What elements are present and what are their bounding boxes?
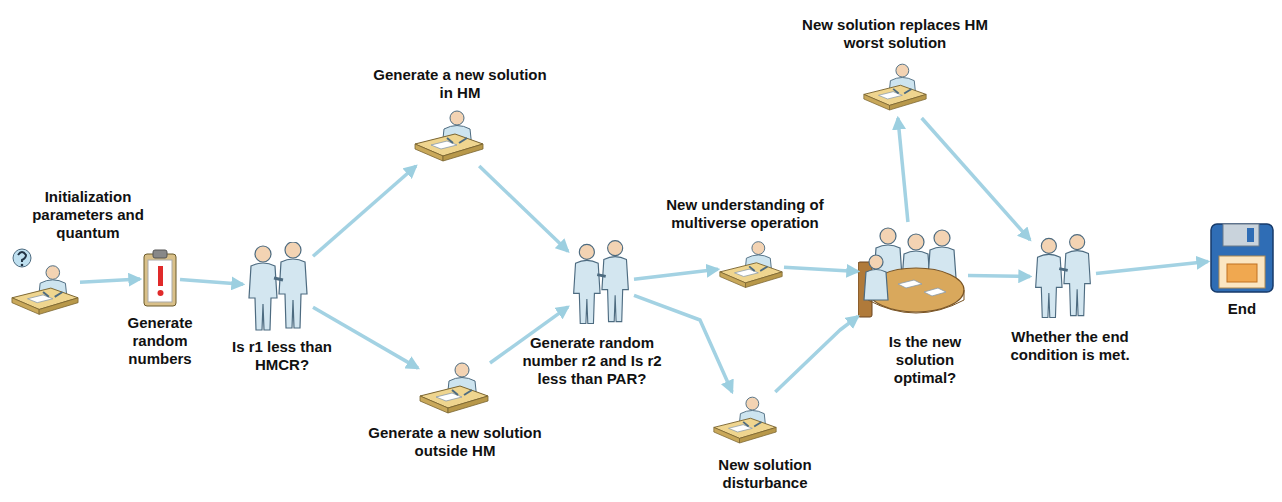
node-label: New solution disturbance — [695, 456, 835, 492]
flow-arrow — [784, 267, 858, 271]
flow-arrow — [922, 118, 1030, 240]
process-box: New understanding of multiverse operatio… — [718, 238, 784, 293]
node-label: New solution replaces HM worst solution — [795, 16, 995, 52]
node-label: New understanding of multiverse operatio… — [655, 196, 835, 232]
node-label: Is the new solution optimal? — [870, 333, 980, 387]
node-label: Generate a new solution in HM — [365, 66, 555, 102]
people-icon — [1036, 235, 1091, 318]
end-box: End — [1208, 222, 1276, 294]
desk-icon — [720, 242, 782, 288]
flow-arrow — [1096, 262, 1208, 274]
process-box: Generate random numbers — [140, 248, 180, 308]
people-icon — [574, 241, 629, 324]
decision-box: Is r1 less than HMCR? — [243, 242, 313, 332]
disk-icon — [1211, 224, 1273, 292]
flow-arrow — [634, 269, 718, 279]
desk-icon — [12, 249, 78, 314]
desk-icon — [420, 363, 488, 413]
desk-icon — [864, 64, 926, 110]
flow-arrow — [968, 275, 1030, 276]
decision-box: Generate random number r2 and Is r2 less… — [568, 238, 634, 328]
clipboard-icon — [144, 250, 176, 306]
decision-box: Is the new solution optimal? — [858, 222, 968, 327]
process-box: New solution replaces HM worst solution — [862, 58, 928, 118]
flow-arrow — [313, 307, 418, 368]
desk-icon — [714, 397, 776, 443]
flow-arrow — [313, 166, 416, 256]
people-icon — [249, 242, 307, 330]
decision-box: Whether the end condition is met. — [1030, 232, 1096, 322]
flow-arrow — [479, 166, 568, 251]
node-label: End — [1212, 300, 1272, 318]
process-box: Generate a new solution outside HM — [418, 360, 490, 418]
node-label: Generate random numbers — [110, 314, 210, 368]
meeting-icon — [858, 228, 964, 317]
flow-arrow — [775, 316, 858, 392]
node-label: Generate random number r2 and Is r2 less… — [517, 334, 667, 388]
flow-arrow — [898, 118, 908, 222]
process-box: New solution disturbance — [712, 392, 778, 450]
process-box: Generate a new solution in HM — [413, 108, 485, 166]
node-label: Generate a new solution outside HM — [360, 424, 550, 460]
desk-icon — [415, 111, 483, 161]
node-label: Is r1 less than HMCR? — [217, 338, 347, 374]
node-label: Initialization parameters and quantum — [13, 188, 163, 242]
node-label: Whether the end condition is met. — [1000, 328, 1140, 364]
flow-arrow — [180, 280, 243, 285]
flow-arrow — [80, 279, 140, 282]
start-box: Initialization parameters and quantum — [10, 248, 80, 320]
